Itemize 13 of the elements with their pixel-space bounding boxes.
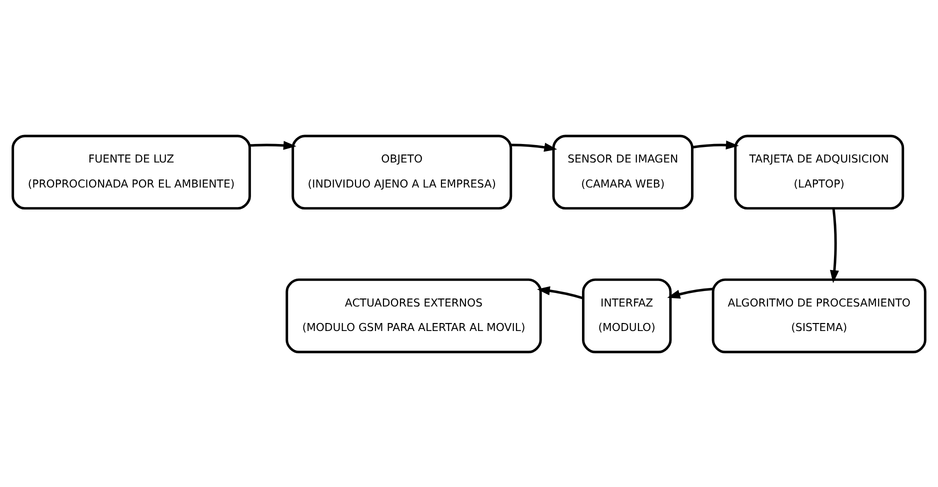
node-box: INTERFAZ (MODULO)	[582, 278, 672, 353]
node-box: ALGORITMO DE PROCESAMIENTO (SISTEMA)	[712, 278, 926, 353]
arrow	[692, 140, 739, 150]
arrow	[250, 140, 296, 150]
node-box: ACTUADORES EXTERNOS (MODULO GSM PARA ALERTAR AL MOVIL)	[286, 278, 542, 353]
arrow	[667, 287, 713, 298]
node-box: TARJETA DE ADQUISICION (LAPTOP)	[734, 134, 904, 210]
arrow	[511, 142, 558, 152]
node-box: OBJETO (INDIVIDUO AJENO A LA EMPRESA)	[292, 134, 512, 210]
node-box: SENSOR DE IMAGEN (CAMARA WEB)	[552, 134, 694, 210]
arrow	[536, 286, 584, 299]
arrow	[830, 208, 839, 283]
node-box: FUENTE DE LUZ (PROPROCIONADA POR EL AMBIENTE)	[12, 134, 251, 210]
